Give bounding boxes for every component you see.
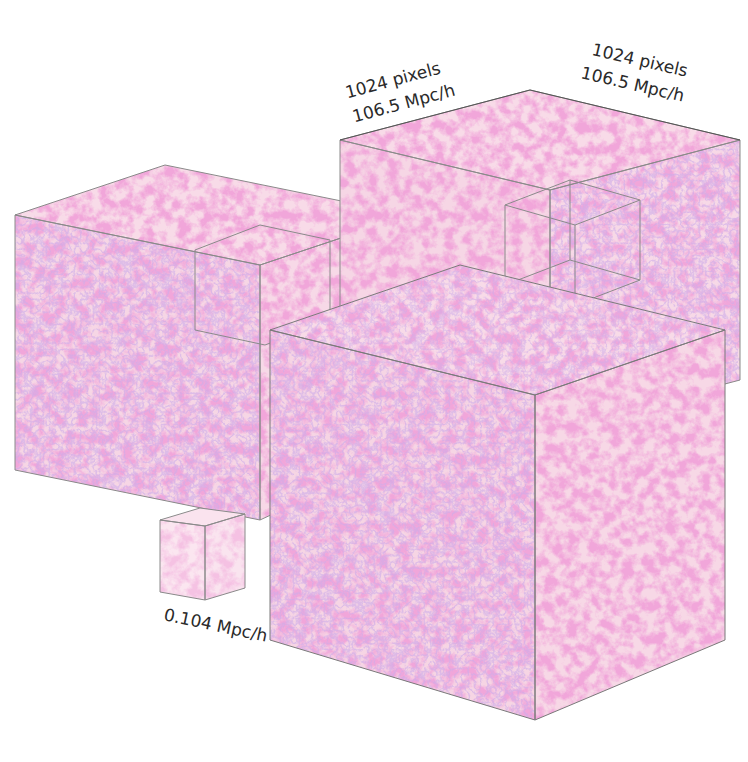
cube-small [160,508,245,600]
cube-front [270,265,725,720]
dimension-label: 0.104 Mpc/h [162,605,269,645]
